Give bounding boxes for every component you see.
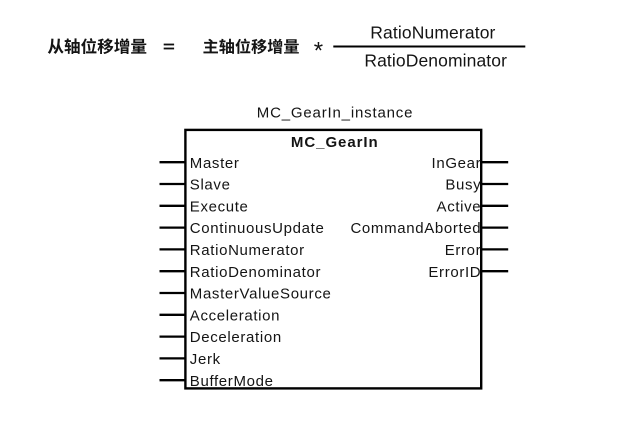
svg-text:BufferMode: BufferMode: [190, 373, 274, 390]
svg-text:Master: Master: [190, 155, 240, 172]
svg-text:MC_GearIn: MC_GearIn: [291, 134, 379, 151]
svg-text:Busy: Busy: [445, 177, 481, 194]
svg-text:InGear: InGear: [432, 155, 482, 172]
svg-text:Deceleration: Deceleration: [190, 329, 282, 346]
svg-text:MC_GearIn_instance: MC_GearIn_instance: [257, 105, 414, 122]
svg-text:Execute: Execute: [190, 198, 249, 215]
svg-text:Error: Error: [445, 242, 482, 259]
svg-text:Slave: Slave: [190, 177, 231, 194]
svg-text:Active: Active: [437, 198, 482, 215]
svg-text:RatioDenominator: RatioDenominator: [190, 264, 321, 281]
svg-text:RatioNumerator: RatioNumerator: [370, 22, 495, 42]
svg-text:RatioDenominator: RatioDenominator: [364, 50, 507, 70]
svg-text:MasterValueSource: MasterValueSource: [190, 286, 332, 303]
svg-text:CommandAborted: CommandAborted: [350, 220, 481, 237]
svg-text:RatioNumerator: RatioNumerator: [190, 242, 305, 259]
svg-text:ErrorID: ErrorID: [428, 264, 481, 281]
svg-text:Jerk: Jerk: [190, 351, 221, 368]
svg-text:ContinuousUpdate: ContinuousUpdate: [190, 220, 325, 237]
svg-text:*: *: [314, 38, 323, 65]
svg-text:Acceleration: Acceleration: [190, 307, 280, 324]
